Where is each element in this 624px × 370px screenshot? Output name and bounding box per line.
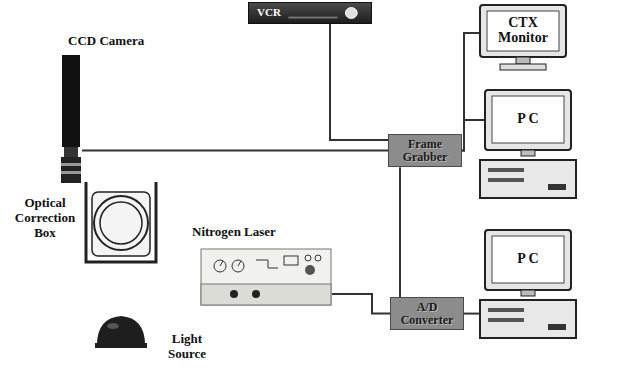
pc-node: P C	[478, 228, 578, 343]
node-label: Frame Grabber	[394, 138, 456, 163]
light-source	[95, 316, 147, 348]
cable-line	[332, 294, 390, 314]
device-box: Frame Grabber	[388, 134, 462, 167]
monitor-node: CTX Monitor	[478, 3, 568, 73]
computer-icon	[478, 228, 578, 343]
cable-line	[462, 120, 485, 151]
pc-node: P C	[478, 88, 578, 203]
computer-icon	[478, 88, 578, 203]
cable-line	[330, 24, 388, 140]
node-label: P C	[494, 252, 562, 267]
camera-node: CCD Camera	[60, 55, 82, 185]
node-label: VCR	[249, 3, 371, 18]
part-label: Light Source	[152, 332, 222, 362]
cable-line	[400, 167, 401, 297]
device-box: A/D Converter	[390, 297, 464, 330]
laser-node: Nitrogen Laser	[200, 248, 332, 306]
cable-line	[464, 313, 480, 314]
part-label: Optical Correction Box	[8, 196, 82, 241]
node-label: CTX Monitor	[489, 16, 557, 45]
nitrogen-laser-icon	[200, 248, 332, 306]
node-label: Nitrogen Laser	[192, 224, 276, 240]
node-label: A/D Converter	[396, 301, 458, 326]
cable-line	[82, 150, 388, 151]
optical-correction-box	[86, 182, 156, 262]
node-label: P C	[494, 112, 562, 127]
vcr-node: VCR	[248, 2, 372, 24]
ccd-camera-icon	[60, 55, 82, 185]
node-label: CCD Camera	[68, 33, 144, 49]
